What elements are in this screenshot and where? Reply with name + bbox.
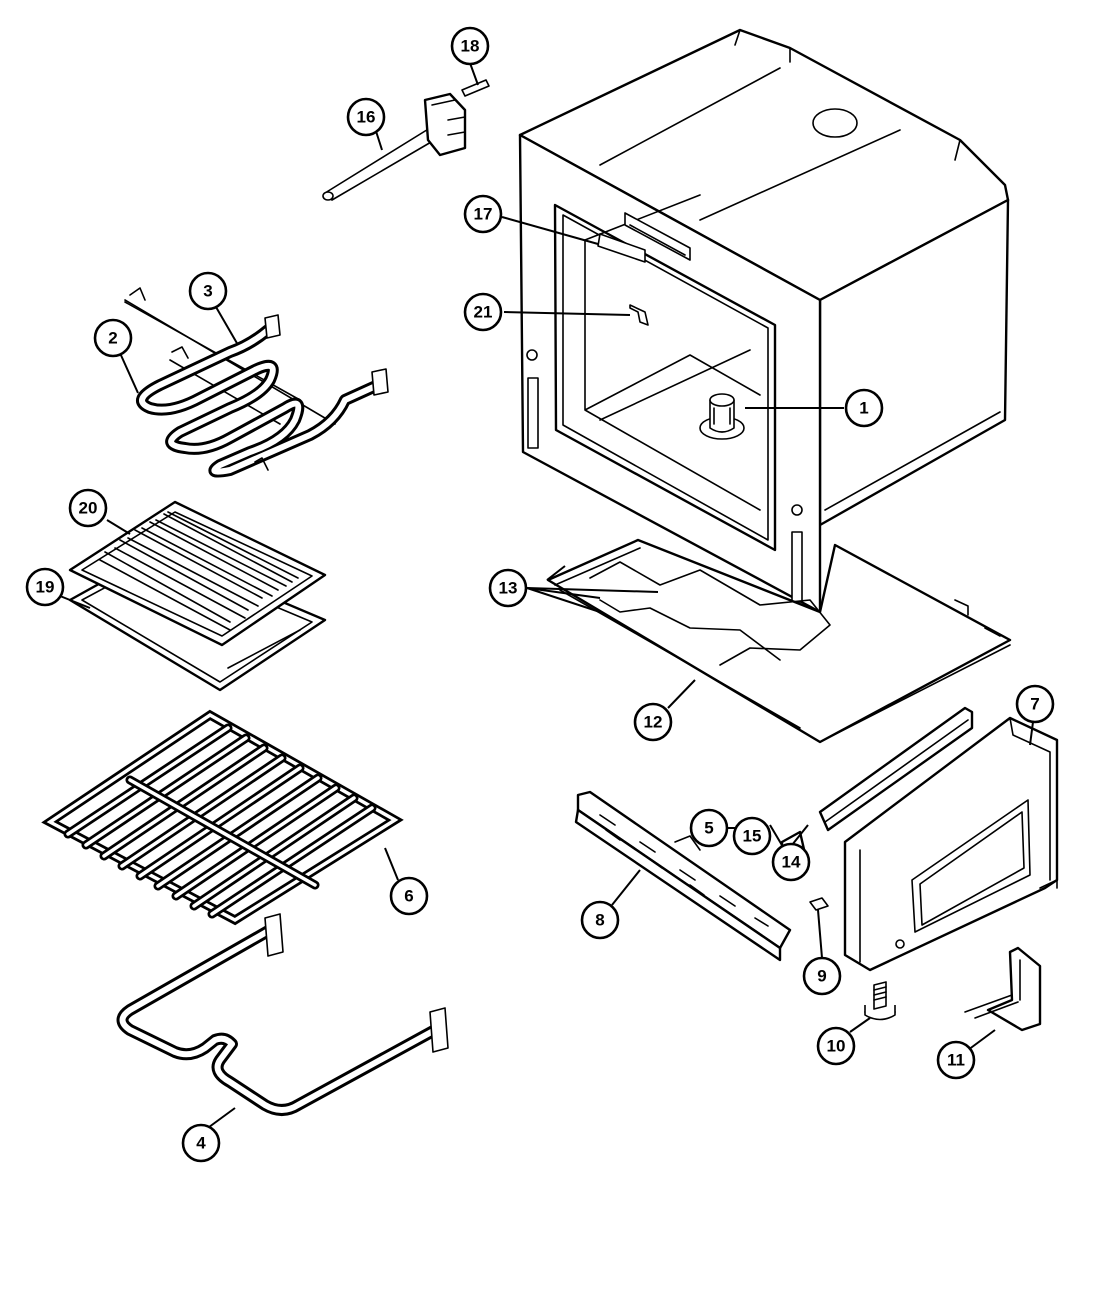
callout-label: 5 xyxy=(704,819,713,838)
callout-label: 4 xyxy=(196,1134,206,1153)
bake-element xyxy=(116,913,449,1116)
callout-label: 1 xyxy=(859,399,868,418)
callout-label: 9 xyxy=(817,967,826,986)
callout-16: 16 xyxy=(346,97,386,137)
callout-4: 4 xyxy=(181,1123,221,1163)
callout-label: 16 xyxy=(357,108,376,127)
callout-9: 9 xyxy=(802,956,842,996)
callout-label: 7 xyxy=(1030,695,1039,714)
callout-14: 14 xyxy=(771,842,811,882)
callout-17: 17 xyxy=(463,194,503,234)
leader-lines xyxy=(59,62,1034,1131)
callout-label: 3 xyxy=(203,282,212,301)
callout-13: 13 xyxy=(488,568,528,608)
callout-label: 13 xyxy=(499,579,518,598)
callout-15: 15 xyxy=(732,816,772,856)
callout-label: 18 xyxy=(461,37,480,56)
callout-5: 5 xyxy=(689,808,729,848)
callout-12: 12 xyxy=(633,702,673,742)
callout-19: 19 xyxy=(25,567,65,607)
callout-label: 14 xyxy=(782,853,801,872)
broil-element xyxy=(124,287,389,478)
callout-label: 17 xyxy=(474,205,493,224)
storage-drawer-parts xyxy=(574,706,1059,1032)
callout-2: 2 xyxy=(93,318,133,358)
callout-7: 7 xyxy=(1015,684,1055,724)
callout-11: 11 xyxy=(936,1040,976,1080)
callout-label: 11 xyxy=(947,1051,965,1070)
oven-bottom-pan xyxy=(546,538,1012,744)
oven-rack xyxy=(41,709,404,926)
thermostat-sensor-part xyxy=(322,79,490,201)
callout-label: 10 xyxy=(827,1037,846,1056)
callout-18: 18 xyxy=(450,26,490,66)
burner-cap-part xyxy=(699,393,745,440)
callout-1: 1 xyxy=(844,388,884,428)
callout-label: 19 xyxy=(36,578,55,597)
callout-label: 20 xyxy=(79,499,98,518)
callout-label: 12 xyxy=(644,713,663,732)
callout-10: 10 xyxy=(816,1026,856,1066)
callout-label: 15 xyxy=(743,827,762,846)
callout-3: 3 xyxy=(188,271,228,311)
callout-label: 8 xyxy=(595,911,604,930)
oven-cavity xyxy=(518,28,1010,614)
callout-8: 8 xyxy=(580,900,620,940)
broiler-pan xyxy=(68,500,327,692)
callout-20: 20 xyxy=(68,488,108,528)
callout-21: 21 xyxy=(463,292,503,332)
callout-6: 6 xyxy=(389,876,429,916)
callout-label: 2 xyxy=(108,329,117,348)
callout-label: 6 xyxy=(404,887,413,906)
callout-label: 21 xyxy=(474,303,493,322)
